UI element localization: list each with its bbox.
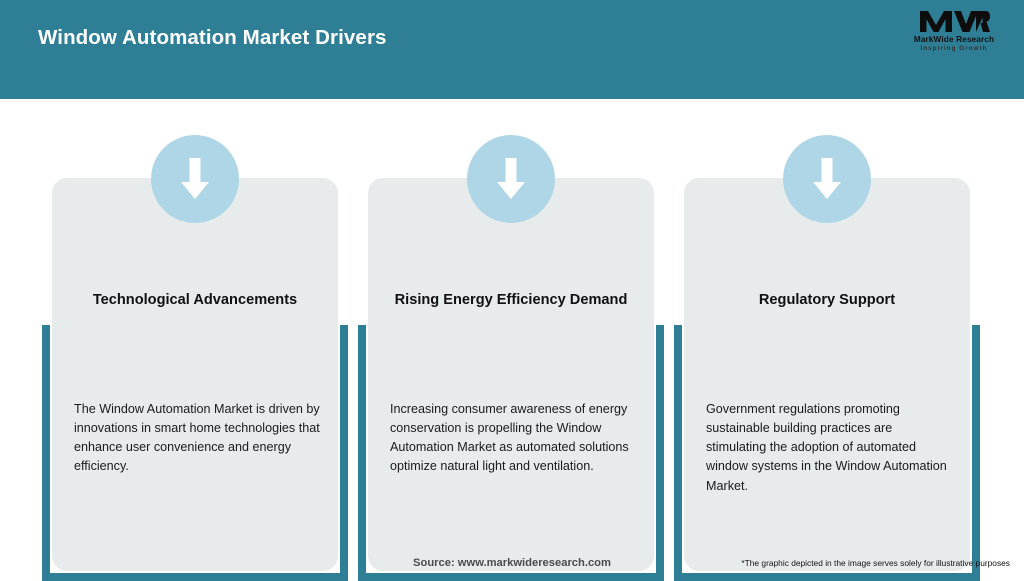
header-bar: Window Automation Market Drivers MarkWid… [0, 0, 1024, 99]
driver-card-3: Regulatory Support Government regulation… [674, 135, 980, 581]
card-body-text: Government regulations promoting sustain… [706, 402, 947, 493]
drivers-card-group: Technological Advancements The Window Au… [0, 99, 1024, 581]
driver-card-1: Technological Advancements The Window Au… [42, 135, 348, 581]
card-panel: Rising Energy Efficiency Demand Increasi… [368, 178, 654, 571]
driver-card-2: Rising Energy Efficiency Demand Increasi… [358, 135, 664, 581]
arrow-down-icon [783, 135, 871, 223]
source-label: Source: www.markwideresearch.com [413, 557, 611, 569]
card-title: Technological Advancements [92, 292, 298, 308]
page-title: Window Automation Market Drivers [38, 26, 387, 49]
logo-company-name: MarkWide Research [913, 35, 995, 44]
arrow-down-icon [151, 135, 239, 223]
card-panel: Regulatory Support Government regulation… [684, 178, 970, 571]
disclaimer-note: *The graphic depicted in the image serve… [741, 558, 1010, 568]
logo-tagline: Inspiring Growth [920, 45, 988, 52]
company-logo: MarkWide Research Inspiring Growth [902, 8, 1006, 56]
card-title: Rising Energy Efficiency Demand [394, 292, 628, 308]
card-body-text: Increasing consumer awareness of energy … [390, 402, 629, 474]
logo-mark-icon [902, 8, 1006, 34]
card-body-text: The Window Automation Market is driven b… [74, 402, 320, 474]
arrow-down-icon [467, 135, 555, 223]
card-title: Regulatory Support [758, 292, 896, 308]
card-panel: Technological Advancements The Window Au… [52, 178, 338, 571]
